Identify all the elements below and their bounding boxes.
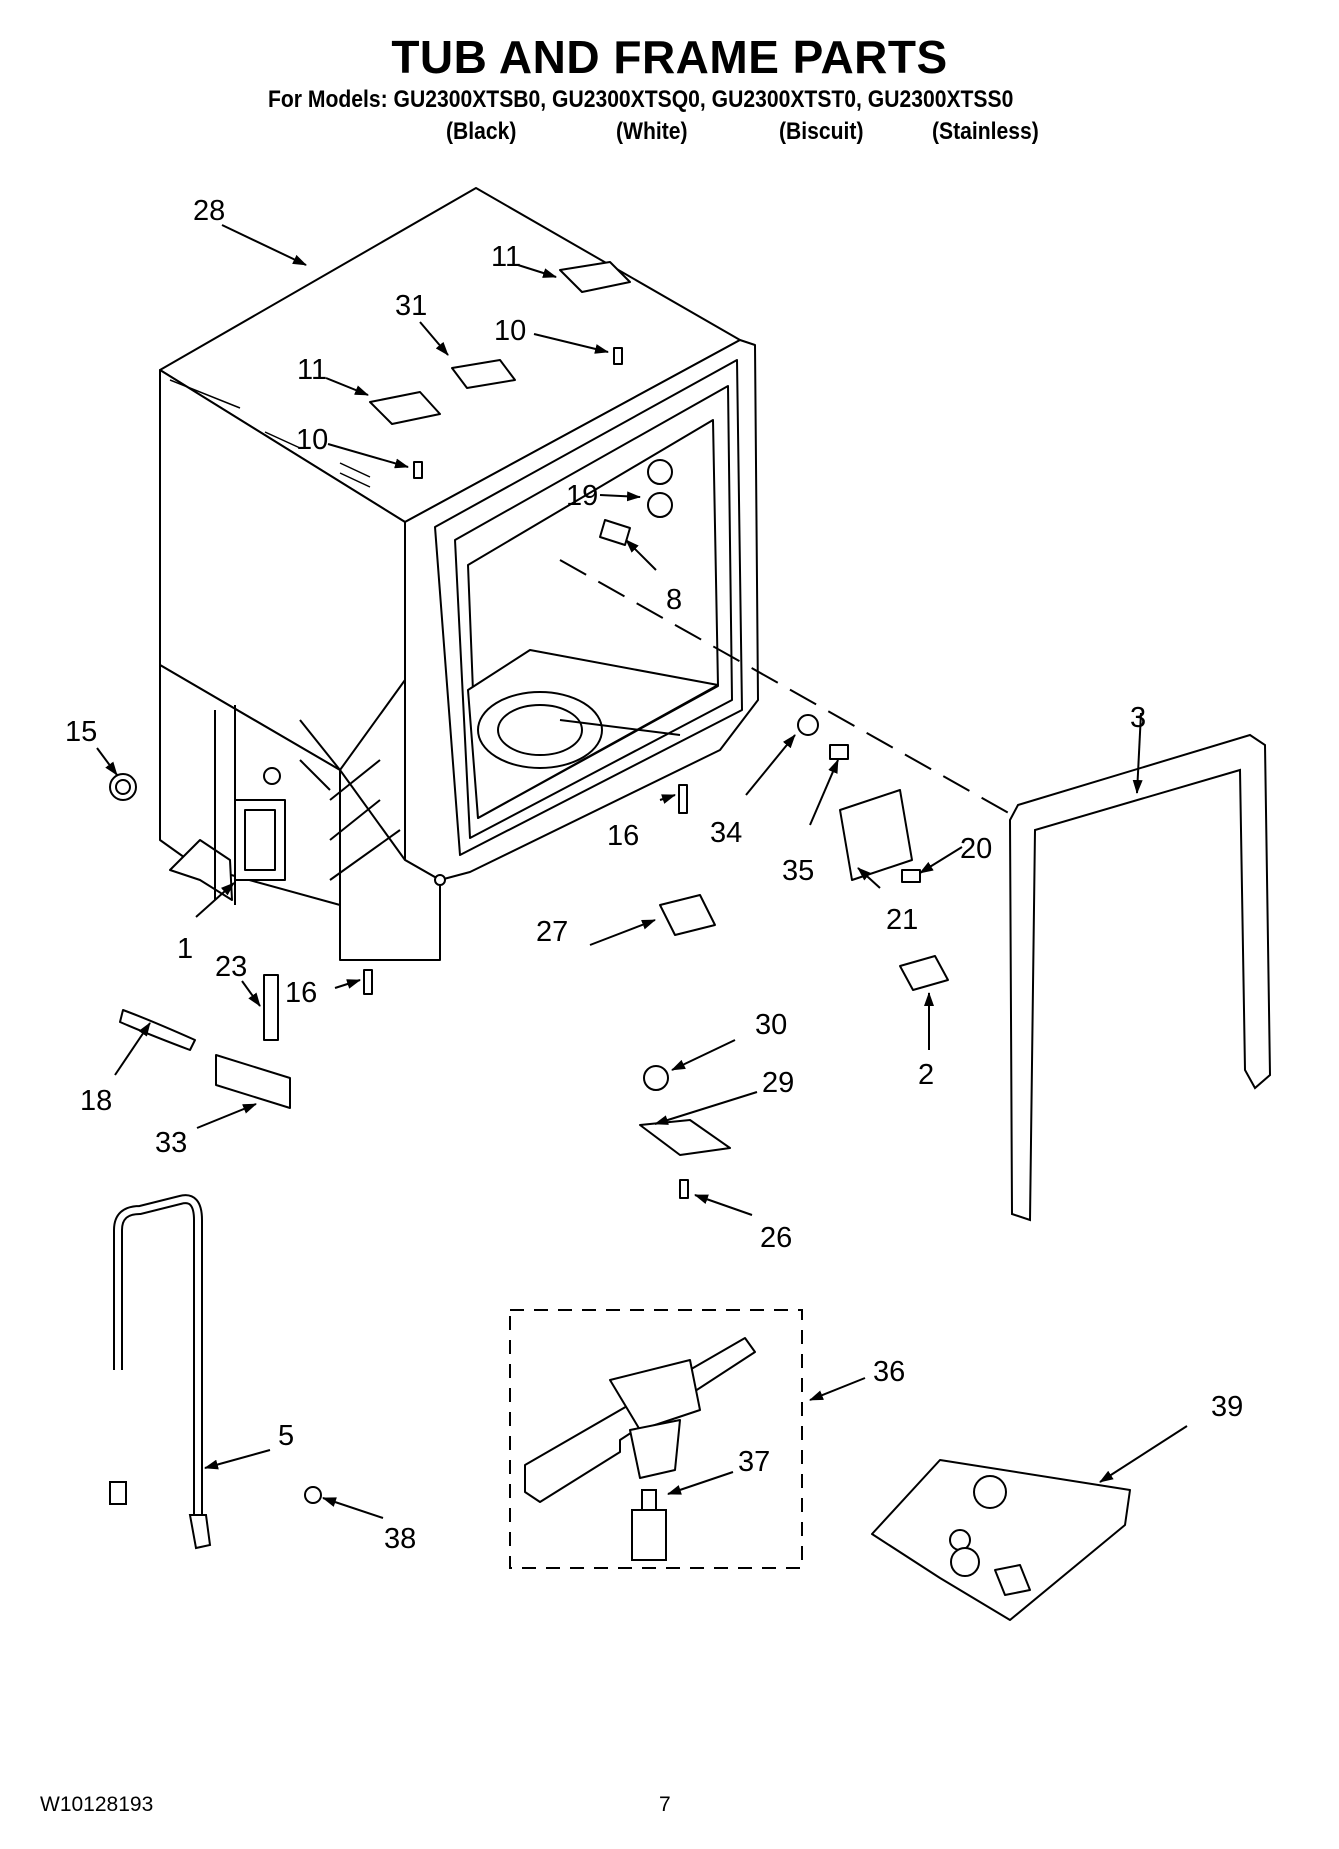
pad-33 [215,1054,291,1109]
callout-23: 23 [215,951,247,983]
callout-28: 28 [193,195,225,227]
callout-33: 33 [155,1127,187,1159]
callout-11-top: 11 [491,241,521,273]
variant-stainless: (Stainless) [932,118,1039,145]
callout-31: 31 [395,290,427,322]
screw-26 [679,1179,689,1199]
callout-35: 35 [782,855,814,887]
callout-2: 2 [918,1059,934,1091]
wire-harness-5 [113,1194,203,1520]
spray-arm-kit-box [509,1309,803,1569]
page-number: 7 [659,1793,671,1816]
callout-11-left: 11 [297,354,327,386]
callout-16-left: 16 [285,977,317,1009]
callout-leaders [96,224,1188,1519]
roller-screw [599,519,631,546]
callout-5: 5 [278,1420,294,1452]
page-title: TUB AND FRAME PARTS [391,31,948,83]
door-gasket-3 [1008,733,1272,1222]
mounting-bracket-top-left [369,391,441,425]
roller-lower [647,492,673,518]
leveling-leg-16 [678,784,688,814]
callout-3: 3 [1130,702,1146,734]
spring-18 [119,1009,196,1051]
models-line: For Models: GU2300XTSB0, GU2300XTSQ0, GU… [268,86,1014,113]
callout-29: 29 [762,1067,794,1099]
callout-30: 30 [755,1009,787,1041]
roller-upper [647,459,673,485]
bracket-21 [839,789,913,881]
callout-8: 8 [666,584,682,616]
bolt-35 [829,744,849,760]
callout-36: 36 [873,1356,905,1388]
spray-arm-36 [524,1337,756,1503]
variant-white: (White) [616,118,688,145]
callout-37: 37 [738,1446,770,1478]
variant-biscuit: (Biscuit) [779,118,864,145]
spray-arm-fitting-37 [631,1489,667,1561]
clip-27 [659,894,716,936]
screw-20 [901,869,921,883]
callout-20: 20 [960,833,992,865]
callout-39: 39 [1211,1391,1243,1423]
hardware-bag-39 [871,1459,1131,1621]
callout-27: 27 [536,916,568,948]
callout-10-left: 10 [296,424,328,456]
bracket-29 [639,1119,731,1156]
callout-labels: 28 11 31 10 11 10 19 8 15 3 16 34 35 20 … [65,195,1243,1555]
callout-15: 15 [65,716,97,748]
callout-10-top: 10 [494,315,526,347]
nut-34 [797,714,819,736]
callout-16-center: 16 [607,820,639,852]
mounting-bracket-top-right [559,261,631,293]
document-number: W10128193 [40,1793,154,1816]
screw-10-right [613,347,623,365]
sensor-30 [643,1065,669,1091]
callout-34: 34 [710,817,742,849]
callout-26: 26 [760,1222,792,1254]
strip-23 [263,974,279,1041]
callout-18: 18 [80,1085,112,1117]
callout-19: 19 [566,480,598,512]
top-clip [451,359,516,389]
leveling-leg-16-b [363,969,373,995]
callout-21: 21 [886,904,918,936]
callout-38: 38 [384,1523,416,1555]
screw-10-left [413,461,423,479]
clamp-38 [304,1486,322,1504]
callout-1: 1 [177,933,193,965]
variant-black: (Black) [446,118,517,145]
clip-2 [899,955,949,991]
